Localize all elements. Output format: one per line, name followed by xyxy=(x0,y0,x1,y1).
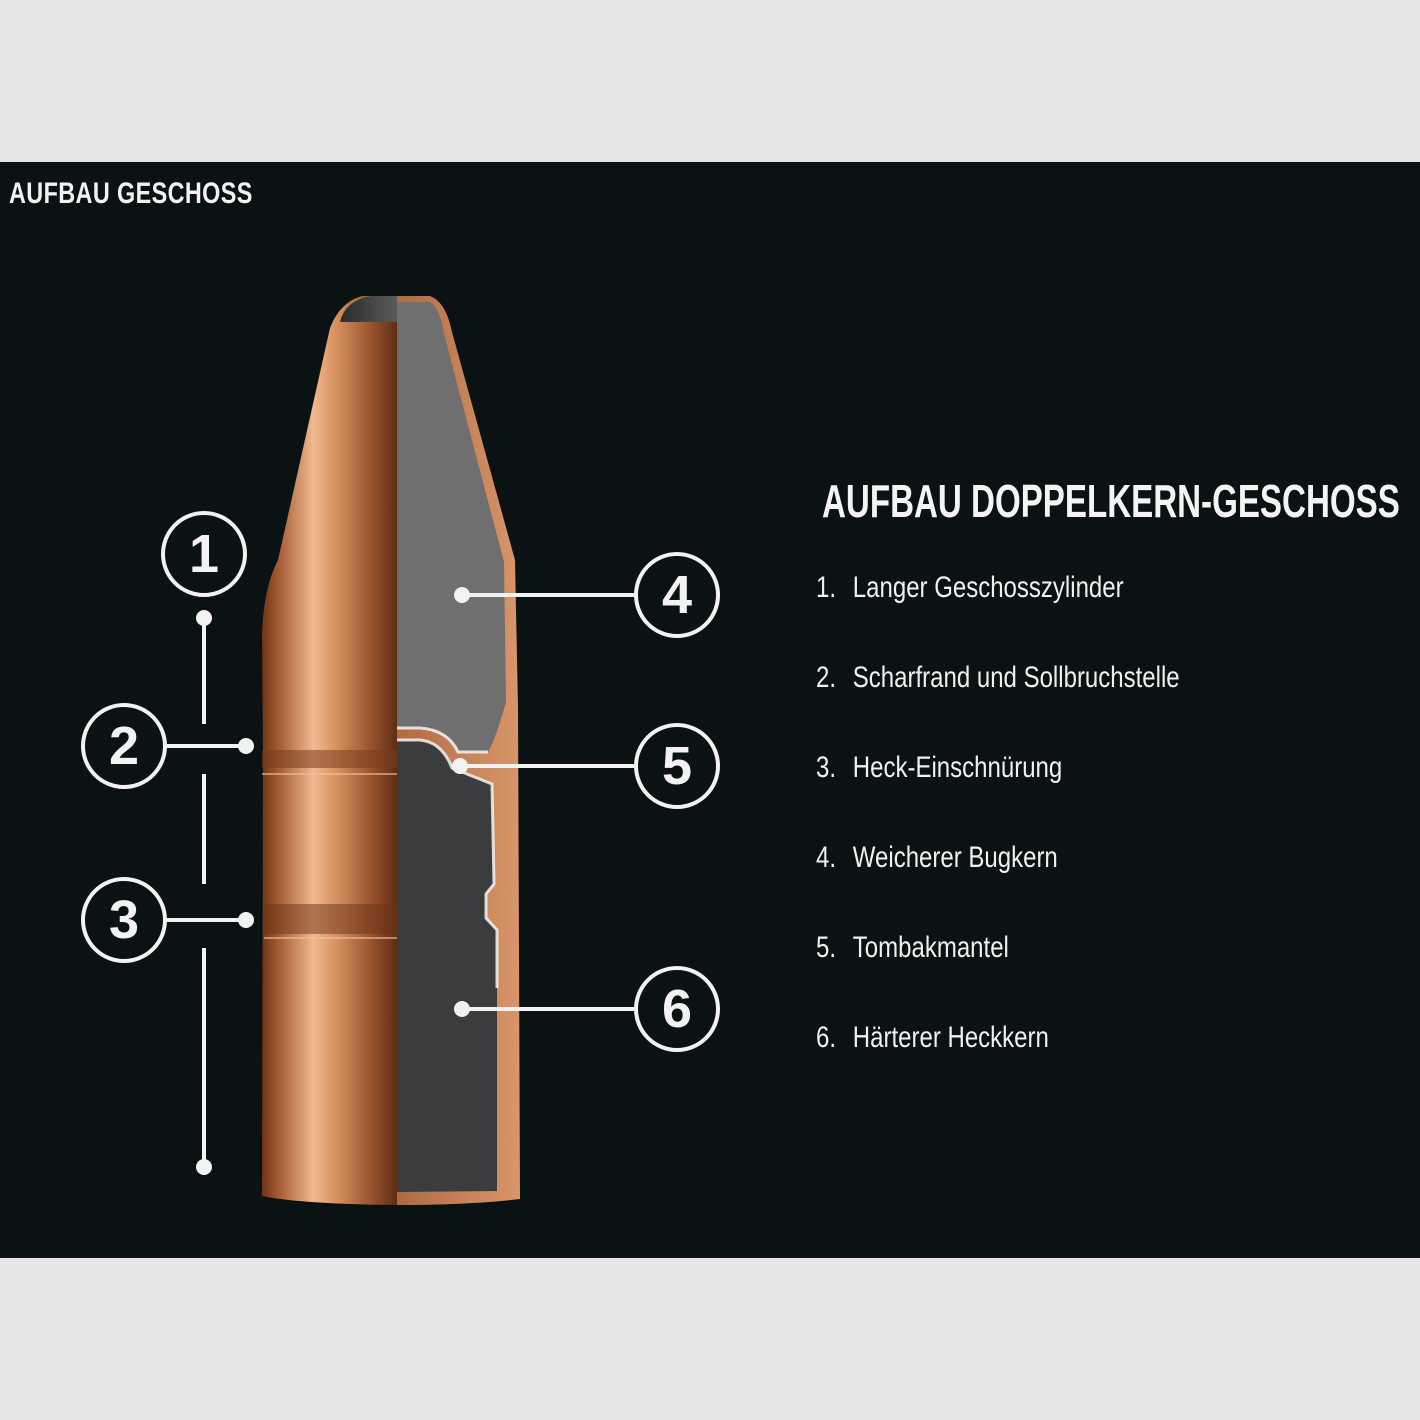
callout-6-label: 6 xyxy=(662,979,692,1039)
legend-item: 1. Langer Geschosszylinder xyxy=(816,570,1180,660)
inner-jacket-line xyxy=(397,726,499,988)
callout-2: 2 xyxy=(81,703,167,789)
legend-number: 6. xyxy=(816,1021,837,1054)
callout-5-label: 5 xyxy=(662,736,692,796)
legend-label: Härterer Heckkern xyxy=(852,1021,1049,1054)
legend-item: 6. Härterer Heckkern xyxy=(816,1020,1180,1110)
legend-number: 5. xyxy=(816,931,837,964)
legend-item: 5. Tombakmantel xyxy=(816,930,1180,1020)
legend-item: 4. Weicherer Bugkern xyxy=(816,840,1180,930)
legend-number: 3. xyxy=(816,751,837,784)
hard-rear-core xyxy=(397,740,497,1192)
callout-3: 3 xyxy=(81,877,167,963)
legend-item: 2. Scharfrand und Sollbruchstelle xyxy=(816,660,1180,750)
legend-label: Langer Geschosszylinder xyxy=(852,571,1124,604)
callout-1: 1 xyxy=(161,511,247,597)
callout-4: 4 xyxy=(634,552,720,638)
legend-label: Tombakmantel xyxy=(852,931,1009,964)
bullet-diagram: 1 2 3 4 5 6 xyxy=(81,296,720,1205)
callout-4-label: 4 xyxy=(662,565,692,625)
legend-label: Heck-Einschnürung xyxy=(852,751,1063,784)
legend-label: Weicherer Bugkern xyxy=(852,841,1058,874)
legend-label: Scharfrand und Sollbruchstelle xyxy=(852,661,1180,694)
rear-groove-ring xyxy=(264,904,397,934)
callout-1-label: 1 xyxy=(189,524,219,584)
legend-number: 1. xyxy=(816,571,837,604)
legend-number: 4. xyxy=(816,841,837,874)
header-title: AUFBAU GESCHOSS xyxy=(9,177,253,210)
legend-item: 3. Heck-Einschnürung xyxy=(816,750,1180,840)
callout-2-label: 2 xyxy=(109,716,139,776)
infographic-panel: AUFBAU GESCHOSS xyxy=(0,162,1420,1258)
parts-legend: 1. Langer Geschosszylinder 2. Scharfrand u… xyxy=(816,570,1271,1110)
lead-tip xyxy=(340,296,397,322)
legend-number: 2. xyxy=(816,661,837,694)
soft-front-core xyxy=(397,302,506,752)
cannelure-ring xyxy=(262,750,397,768)
callout-3-label: 3 xyxy=(109,890,139,950)
diagram-title: AUFBAU DOPPELKERN-GESCHOSS xyxy=(822,475,1400,527)
callout-5: 5 xyxy=(634,723,720,809)
callout-6: 6 xyxy=(634,966,720,1052)
